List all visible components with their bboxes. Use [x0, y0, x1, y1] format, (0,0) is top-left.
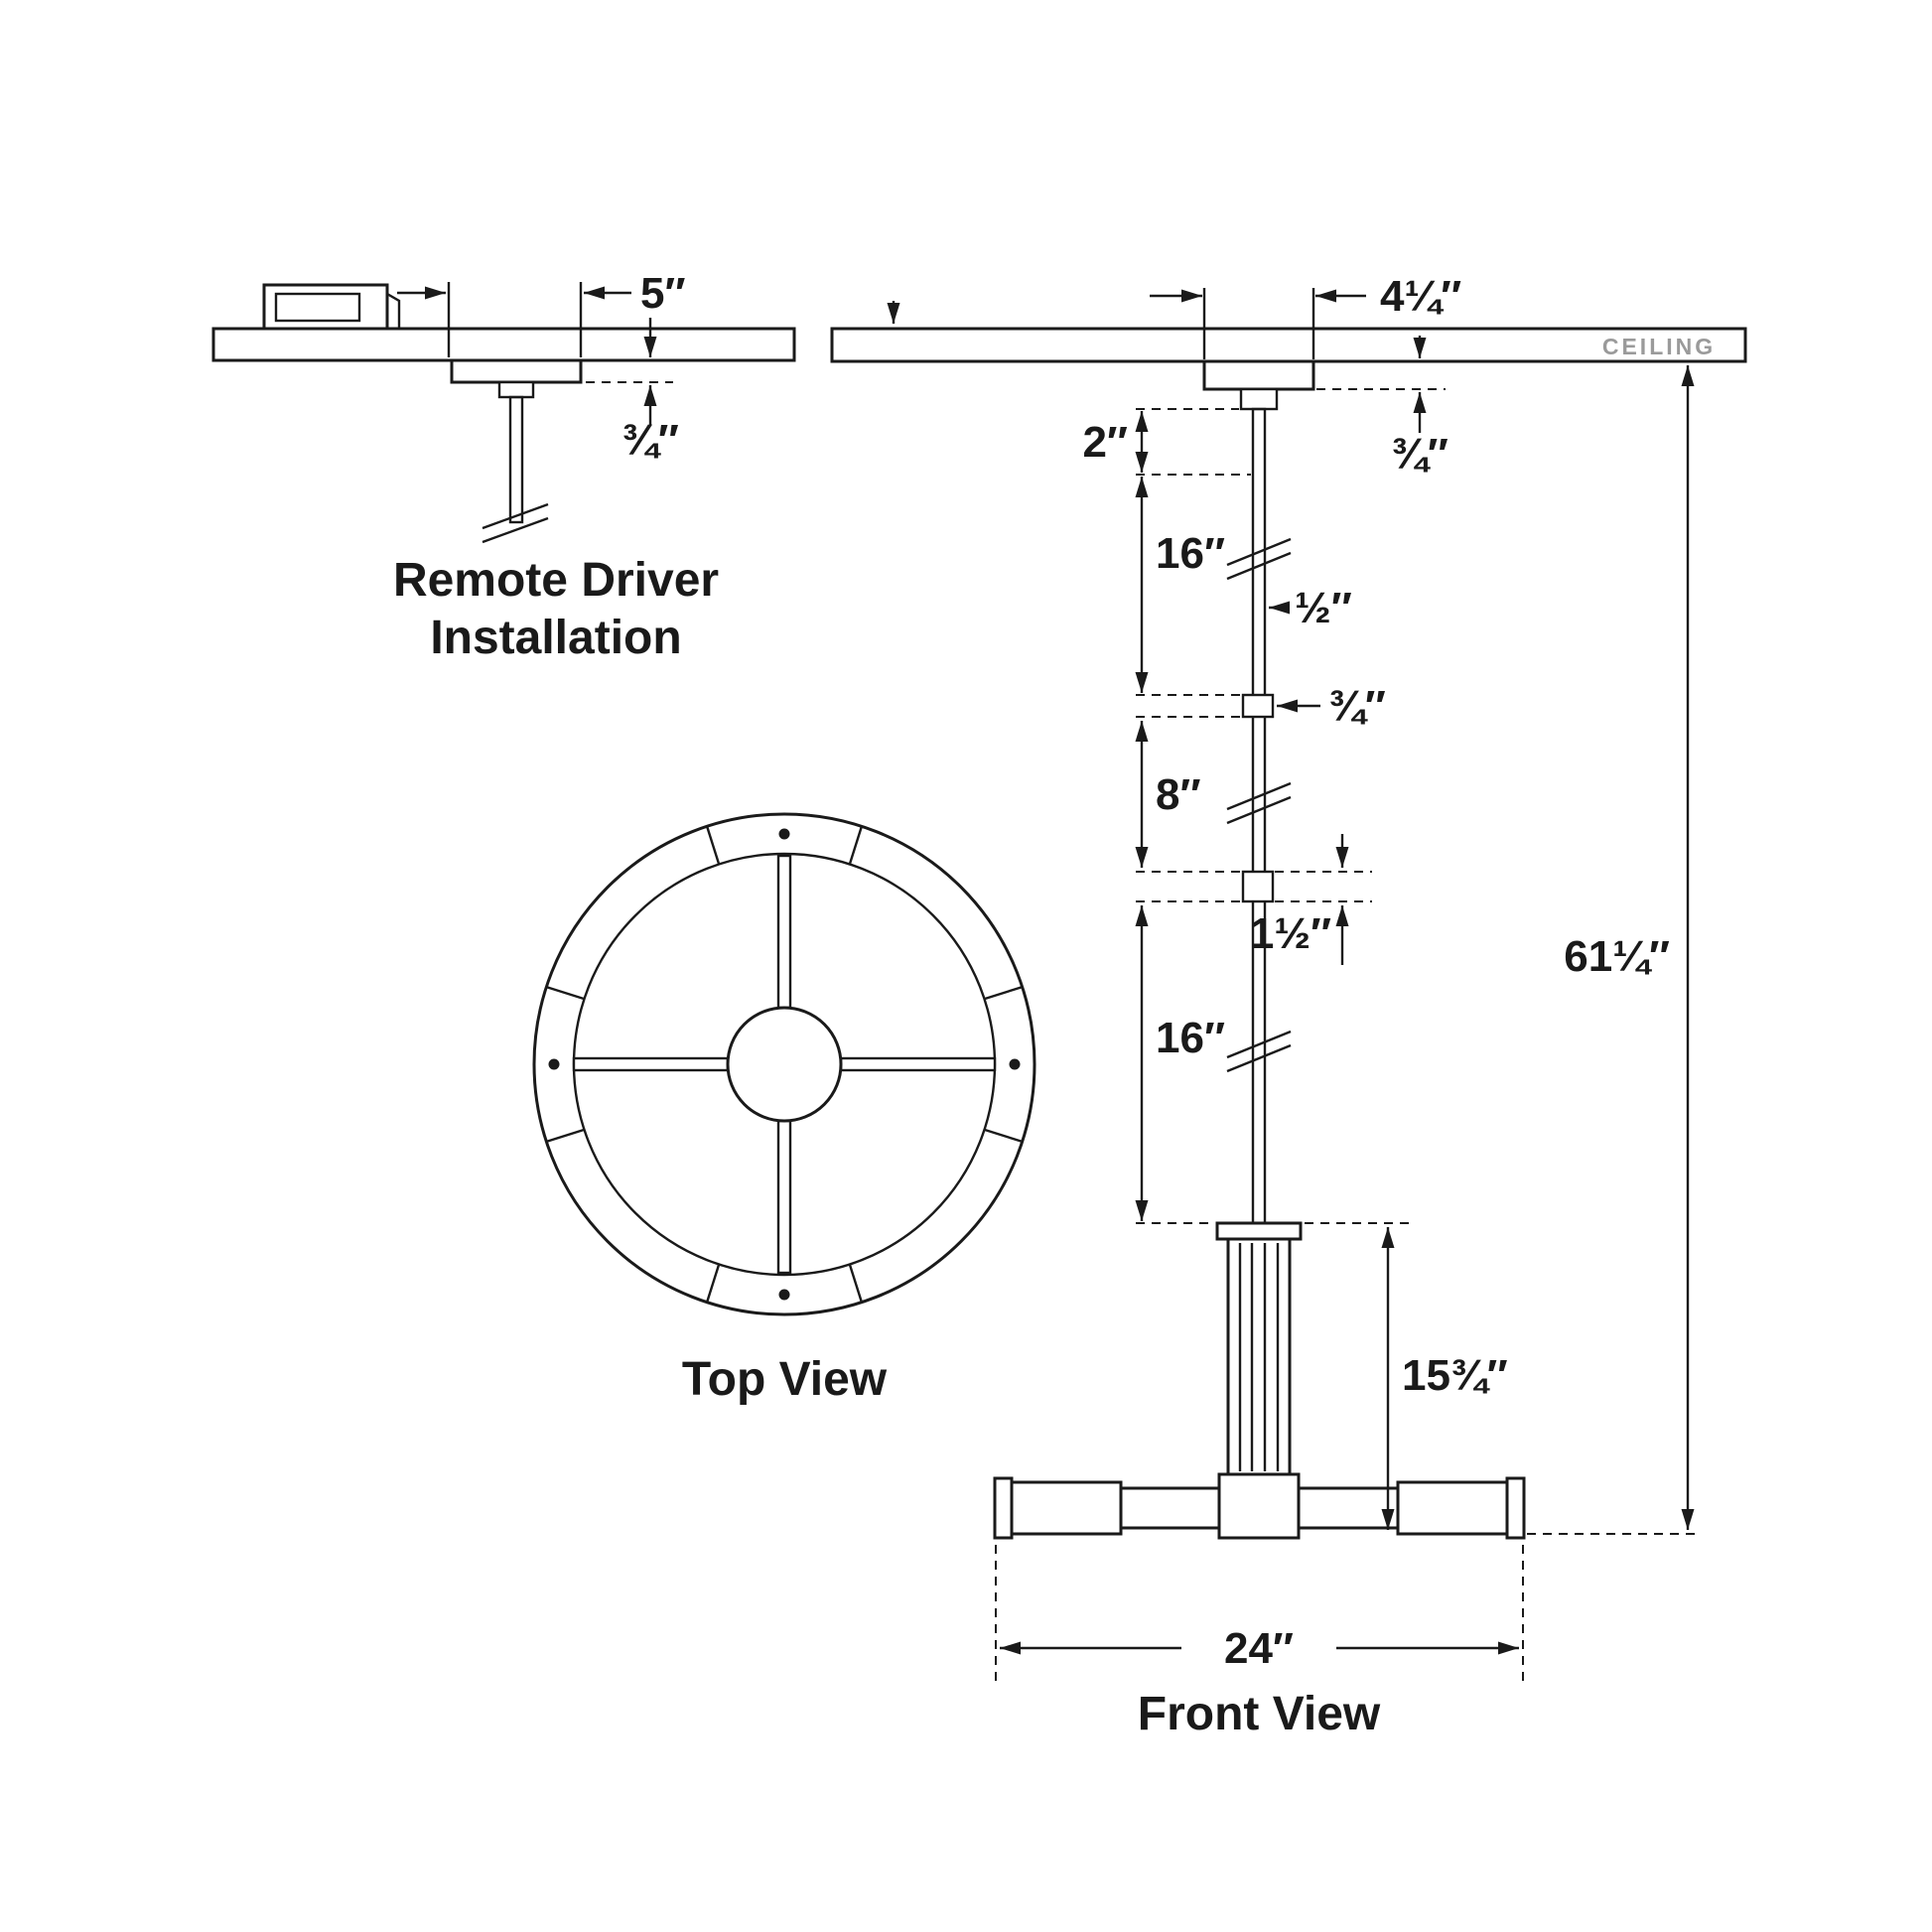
dim-body-height: 15¾″ [1305, 1222, 1508, 1530]
lamp-bar [993, 1472, 1526, 1540]
ceiling-label: CEILING [1602, 334, 1716, 359]
dim-coupler-large: 1½″ [1250, 834, 1372, 965]
front-canopy-neck [1239, 387, 1279, 411]
dim-stem-upper-label: 16″ [1156, 529, 1225, 578]
stem-coupler-small [1241, 693, 1275, 719]
front-view-caption: Front View [1138, 1688, 1381, 1740]
dim-body-height-label: 15¾″ [1402, 1351, 1508, 1400]
dim-canopy-width-label: 4¼″ [1380, 272, 1461, 321]
dim-overall-height-label: 61¼″ [1564, 932, 1670, 981]
dim-stem-mid-label: 8″ [1156, 770, 1201, 819]
front-stem-rod [1251, 407, 1267, 1225]
bar-glass-right [1396, 1480, 1509, 1536]
remote-caption-line2: Installation [430, 612, 681, 664]
dim-overall-height: 61¼″ [1527, 365, 1702, 1535]
remote-driver-view: 5″ ¾″ Remote Driver Installation [211, 269, 796, 664]
remote-stem-rod [508, 395, 524, 524]
dim-stem-offset: 2″ [1082, 411, 1149, 473]
top-view: Top View [532, 812, 1036, 1406]
ring-center-hub [726, 1006, 843, 1123]
bar-glass-left [1010, 1480, 1123, 1536]
remote-canopy [450, 358, 583, 384]
dim-canopy-width: 4¼″ [1150, 272, 1461, 359]
dim-stem-upper: 16″ [1135, 477, 1225, 693]
dim-body-width-label: 24″ [1224, 1624, 1294, 1673]
dim-stem-lower-label: 16″ [1156, 1014, 1225, 1062]
dim-stem-mid: 8″ [1135, 721, 1201, 868]
stem-coupler-large [1241, 870, 1275, 903]
dim-rod-diameter-label: ½″ [1295, 584, 1352, 632]
lamp-fluted-column [1226, 1237, 1292, 1476]
dim-stem-offset-label: 2″ [1082, 418, 1128, 467]
stem-dimension-extension-lines [1136, 408, 1251, 1224]
stem-break-middle [1226, 781, 1292, 825]
dim-stem-lower: 16″ [1135, 905, 1225, 1221]
ring-outer-circle [532, 812, 1036, 1316]
bar-arm-right [1297, 1486, 1400, 1530]
stem-break-upper [1226, 537, 1292, 581]
dim-remote-canopy-height: ¾″ [586, 318, 679, 465]
dim-remote-canopy-height-label: ¾″ [621, 416, 679, 465]
lamp-body [993, 1221, 1526, 1540]
ceiling-label-backing [1594, 332, 1724, 358]
dim-remote-canopy-width: 5″ [397, 269, 686, 357]
stem-break-lower [1226, 1030, 1292, 1073]
front-view: CEILING [830, 272, 1747, 1740]
dim-body-width: 24″ [995, 1545, 1524, 1682]
dim-rod-diameter: ½″ [1269, 584, 1352, 632]
remote-caption-line1: Remote Driver [393, 554, 719, 607]
bar-arm-left [1119, 1486, 1221, 1530]
front-canopy [1202, 359, 1315, 391]
bar-center-block [1217, 1472, 1301, 1540]
dim-canopy-height-label: ¾″ [1391, 430, 1449, 479]
remote-ceiling-band [211, 327, 796, 362]
lamp-top-cap [1215, 1221, 1303, 1241]
ring-segment-dividers [545, 825, 1024, 1304]
dim-canopy-height: ¾″ [1316, 336, 1449, 479]
remote-canopy-neck [497, 380, 535, 399]
remote-driver-box [262, 283, 401, 331]
top-view-caption: Top View [682, 1353, 888, 1406]
ring-screw-dots [548, 828, 1021, 1301]
bar-end-cap-right [1505, 1476, 1526, 1540]
remote-stem-break [482, 502, 549, 544]
dim-coupler-large-label: 1½″ [1250, 909, 1331, 958]
dim-coupler-small-label: ¾″ [1328, 682, 1386, 731]
lamp-column-flutes [1238, 1243, 1280, 1471]
dim-coupler-small: ¾″ [1277, 682, 1386, 731]
bar-end-cap-left [993, 1476, 1014, 1540]
dim-remote-canopy-width-label: 5″ [640, 269, 686, 318]
